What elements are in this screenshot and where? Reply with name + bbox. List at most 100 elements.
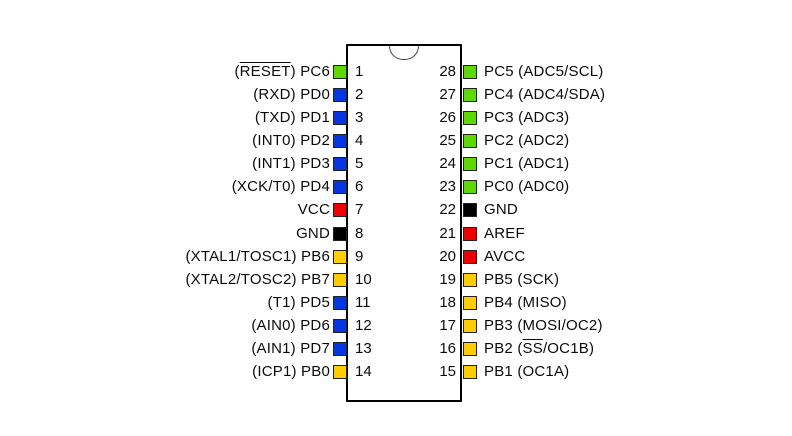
pin-color-swatch-red	[463, 249, 477, 264]
pin-label-9: (XTAL1/TOSC1) PB6	[185, 247, 330, 265]
pin-color-swatch-yellow	[333, 365, 347, 380]
pin-number-12: 12	[355, 316, 372, 334]
pin-color-swatch-yellow	[333, 249, 347, 264]
pin-color-swatch-black	[333, 226, 347, 241]
pin-row-19: PB5 (SCK)19	[0, 269, 792, 291]
pin-color-swatch-blue	[333, 157, 347, 172]
pin-color-swatch-blue	[333, 341, 347, 356]
pin-number-28: 28	[439, 63, 456, 80]
pin-number-10: 10	[355, 270, 372, 288]
pin-color-swatch-red	[463, 226, 477, 241]
pin-label-17: PB3 (MOSI/OC2)	[484, 316, 603, 334]
pin-label-12: (AIN0) PD6	[251, 316, 330, 334]
pin-row-21: AREF 21	[0, 223, 792, 245]
pin-number-7: 7	[355, 201, 364, 219]
pin-number-1: 1	[355, 63, 364, 80]
pin-row-15: PB1 (OC1A) 15	[0, 361, 792, 383]
pin-label-3: (TXD) PD1	[254, 109, 330, 127]
pin-color-swatch-green	[463, 157, 477, 172]
pin-number-16: 16	[439, 339, 456, 357]
pin-label-18: PB4 (MISO)	[484, 293, 567, 311]
pin-label-4: (INT0) PD2	[252, 132, 330, 150]
pin-label-24: PC1 (ADC1)	[484, 155, 570, 173]
chip-notch-icon	[389, 46, 419, 60]
pin-label-25: PC2 (ADC2)	[484, 132, 570, 150]
pin-number-25: 25	[439, 132, 456, 150]
pin-number-2: 2	[355, 86, 364, 104]
pin-color-swatch-green	[463, 88, 477, 103]
pin-label-6: (XCK/T0) PD4	[231, 178, 330, 196]
pin-number-6: 6	[355, 178, 364, 196]
pin-color-swatch-yellow	[463, 318, 477, 333]
pin-number-23: 23	[439, 178, 456, 196]
pin-label-11: (T1) PD5	[267, 293, 330, 311]
pin-number-11: 11	[355, 293, 371, 311]
pin-row-20: AVCC 20	[0, 246, 792, 268]
pin-row-23: PC0 (ADC0)23	[0, 176, 792, 198]
pin-number-24: 24	[439, 155, 456, 173]
pin-label-21: AREF	[484, 224, 525, 242]
pin-label-16: PB2 (SS/OC1B)	[484, 339, 595, 357]
pin-row-2: (RXD) PD0 2	[0, 84, 792, 106]
pin-color-swatch-black	[463, 203, 477, 218]
pin-row-28: PC5 (ADC5/SCL)28	[0, 61, 792, 83]
pin-number-14: 14	[355, 363, 372, 381]
pin-row-6: (XCK/T0) PD4 6	[0, 176, 792, 198]
overline-text: SS	[522, 339, 543, 357]
pin-number-19: 19	[439, 270, 456, 288]
pin-number-20: 20	[439, 247, 456, 265]
pin-row-11: (T1) PD5 11	[0, 292, 792, 314]
pin-number-3: 3	[355, 109, 364, 127]
pin-row-26: PC3 (ADC3) 26	[0, 107, 792, 129]
pin-color-swatch-green	[333, 65, 347, 79]
pin-number-26: 26	[439, 109, 456, 127]
pin-label-10: (XTAL2/TOSC2) PB7	[185, 270, 330, 288]
pin-row-17: PB3 (MOSI/OC2) 17	[0, 315, 792, 337]
pin-row-18: PB4 (MISO)18	[0, 292, 792, 314]
pin-number-17: 17	[439, 316, 456, 334]
pin-color-swatch-green	[463, 180, 477, 195]
pin-row-8: GND 8	[0, 223, 792, 245]
pin-color-swatch-blue	[333, 295, 347, 310]
pin-row-3: (TXD) PD1 3	[0, 107, 792, 129]
pin-color-swatch-yellow	[463, 341, 477, 356]
pin-label-15: PB1 (OC1A)	[484, 363, 570, 381]
pin-color-swatch-red	[333, 203, 347, 218]
pin-label-20: AVCC	[484, 247, 526, 265]
chip-body	[346, 44, 462, 402]
pin-number-22: 22	[439, 201, 456, 219]
pin-label-2: (RXD) PD0	[253, 86, 330, 104]
pin-color-swatch-yellow	[333, 272, 347, 287]
pin-number-27: 27	[439, 86, 456, 104]
pin-number-13: 13	[355, 339, 372, 357]
pin-color-swatch-yellow	[463, 365, 477, 380]
pin-number-8: 8	[355, 224, 364, 242]
pin-label-8: GND	[296, 224, 330, 242]
pin-label-26: PC3 (ADC3)	[484, 109, 570, 127]
pin-label-22: GND	[484, 201, 518, 219]
pin-color-swatch-green	[463, 65, 477, 79]
pin-row-24: PC1 (ADC1) 24	[0, 153, 792, 175]
pin-number-21: 21	[439, 224, 456, 242]
pin-row-16: PB2 (SS/OC1B) 16	[0, 338, 792, 360]
pin-color-swatch-blue	[333, 180, 347, 195]
pin-row-7: VCC 7	[0, 199, 792, 221]
pin-label-5: (INT1) PD3	[252, 155, 330, 173]
pin-color-swatch-blue	[333, 134, 347, 149]
pin-row-22: GND 22	[0, 199, 792, 221]
pin-number-15: 15	[439, 363, 456, 381]
pin-row-27: PC4 (ADC4/SDA) 27	[0, 84, 792, 106]
pin-row-12: (AIN0) PD6 12	[0, 315, 792, 337]
overline-text: RESET	[239, 63, 291, 80]
pin-color-swatch-green	[463, 134, 477, 149]
pin-color-swatch-blue	[333, 111, 347, 126]
pin-label-27: PC4 (ADC4/SDA)	[484, 86, 606, 104]
pin-number-4: 4	[355, 132, 364, 150]
pin-label-7: VCC	[297, 201, 330, 219]
